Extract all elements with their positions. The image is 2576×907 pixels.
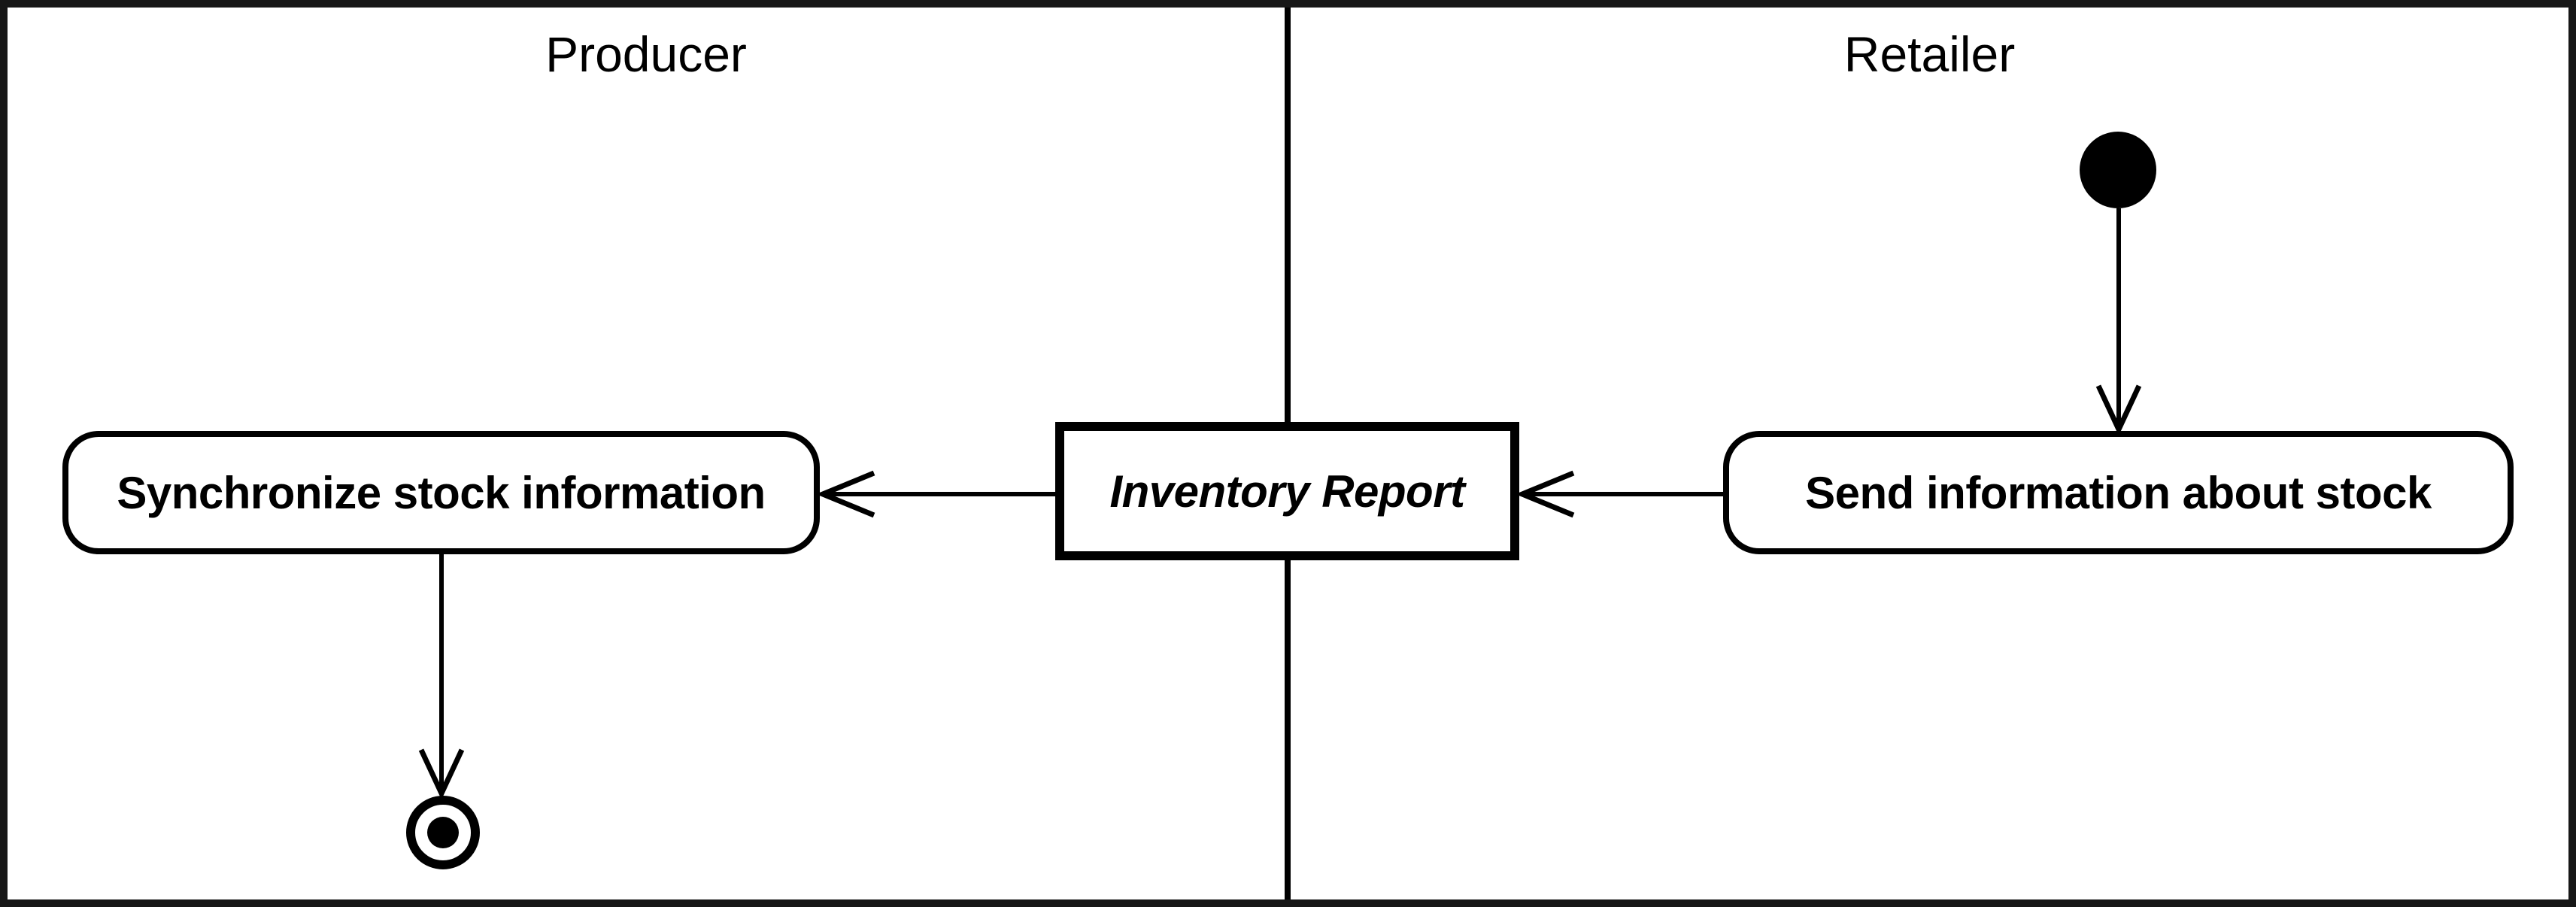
- activity-synchronize-stock-information: Synchronize stock information: [62, 431, 820, 554]
- activity-label: Synchronize stock information: [117, 467, 766, 518]
- edge-sync-to-final: [418, 554, 465, 800]
- final-state-icon: [406, 796, 480, 869]
- object-node-inventory-report: Inventory Report: [1055, 422, 1519, 560]
- final-state-inner-dot: [427, 817, 459, 848]
- activity-label: Send information about stock: [1805, 467, 2432, 518]
- arrowhead-down-icon: [2095, 384, 2142, 436]
- arrowhead-down-icon: [418, 748, 465, 800]
- swimlane-header-producer: Producer: [545, 26, 747, 82]
- edge-inventory-to-sync: [815, 470, 1055, 518]
- initial-state-icon: [2080, 132, 2156, 208]
- object-node-label: Inventory Report: [1109, 466, 1465, 517]
- edge-initial-to-send: [2095, 208, 2142, 436]
- activity-send-information-about-stock: Send information about stock: [1723, 431, 2514, 554]
- arrowhead-left-icon: [815, 470, 875, 518]
- arrowhead-left-icon: [1515, 470, 1575, 518]
- swimlane-header-retailer: Retailer: [1843, 26, 2016, 82]
- edge-send-to-inventory: [1515, 470, 1723, 518]
